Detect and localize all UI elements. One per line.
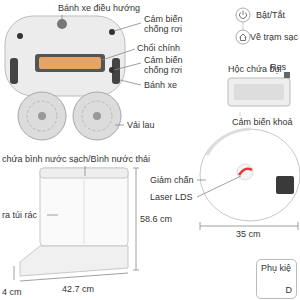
part-label: ra túi rác (2, 210, 37, 220)
part-label: Giảm chấn (150, 175, 194, 185)
leader-line (114, 63, 141, 70)
part-label: Bật/Tắt (256, 10, 285, 20)
dust-bin (228, 78, 290, 106)
mop-hub (38, 112, 46, 120)
dimension-line (20, 273, 128, 281)
dimension-line (136, 168, 137, 270)
mop-pattern (27, 101, 57, 131)
part-label: Chổi chính (137, 43, 180, 53)
dust-bin-filter (234, 84, 284, 100)
leader-line (240, 112, 241, 116)
mop-pattern (82, 101, 112, 131)
dimension-tick (298, 222, 299, 230)
mop-pad (73, 92, 121, 140)
caster-wheel (57, 19, 67, 29)
part-label: Laser LDS (150, 192, 193, 202)
tank-divider (84, 180, 85, 244)
station-base (20, 246, 128, 276)
wheel-left (10, 58, 18, 84)
part-label: Vải lau (127, 120, 155, 130)
part-label: 42.7 cm (62, 284, 94, 294)
box-text: D (261, 285, 292, 295)
dimension-tick (200, 222, 201, 230)
part-label: 4 cm (2, 287, 22, 297)
part-label: Res (270, 62, 286, 72)
display-panel (276, 176, 294, 194)
mop-hub (93, 112, 101, 120)
leader-line (197, 180, 206, 181)
box-heading: Phụ kiệ (261, 263, 292, 273)
home-icon (240, 34, 247, 41)
accessory-box: Phụ kiệD (256, 259, 297, 299)
lds-mark (239, 169, 252, 175)
home-button (236, 30, 250, 44)
leader-line (114, 23, 141, 31)
power-icon (240, 11, 247, 19)
station-lid (40, 168, 128, 178)
part-label: 35 cm (236, 229, 261, 239)
lds-turret (237, 164, 253, 180)
part-label: chứa bình nước sạch/Bình nước thải (2, 154, 150, 164)
cliff-sensor (17, 33, 23, 39)
bumper (207, 129, 250, 155)
power-button (236, 8, 250, 22)
leader-line (47, 215, 58, 216)
button-link (243, 22, 244, 30)
robot-top-body (200, 129, 300, 221)
part-label: Về trạm sạc (250, 32, 298, 42)
leader-line (102, 49, 135, 60)
leader-line (85, 166, 86, 176)
part-label: Cảm biến chống rơi (144, 14, 196, 34)
part-label: Bánh xe (144, 80, 177, 90)
station-body (40, 168, 128, 246)
part-label: 58.6 cm (140, 214, 172, 224)
part-label: Cảm biến khoả (232, 117, 293, 127)
dimension-tick (133, 270, 139, 271)
leader-line (120, 80, 141, 85)
leader-line (115, 125, 124, 126)
dimension-tick (133, 168, 139, 169)
dimension-line (14, 266, 15, 280)
part-label: Cảm biến chống rơi (144, 55, 196, 75)
reset-button (284, 72, 290, 78)
robot-bottom-body (5, 16, 125, 96)
leader-line (197, 176, 241, 197)
main-brush-frame (35, 54, 105, 72)
leader-line (62, 15, 63, 19)
main-brush (39, 57, 101, 69)
dimension-line (200, 226, 298, 227)
part-label: Bánh xe điều hướng (58, 3, 140, 13)
cliff-sensor (109, 29, 115, 35)
mop-pad (18, 92, 66, 140)
